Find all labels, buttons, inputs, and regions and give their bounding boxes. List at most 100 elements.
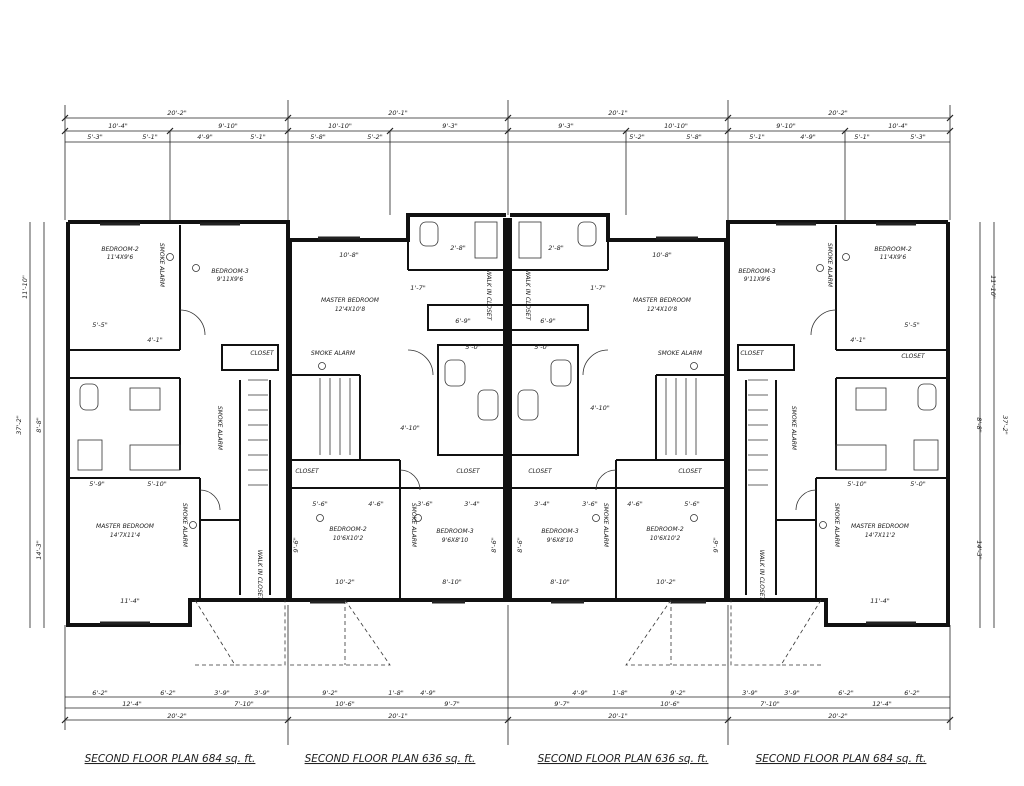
- annotation-labels: CLOSET CLOSET CLOSET CLOSET CLOSET CLOSE…: [158, 243, 926, 602]
- room-size: 9'11X9'6: [217, 276, 244, 283]
- dim-top-r3: 5'-3": [87, 133, 102, 141]
- dim-interior: 5'-10": [147, 480, 167, 488]
- dim-bot-r1: 4'-9": [420, 689, 435, 697]
- smoke-alarm-label: SMOKE ALARM: [790, 406, 797, 451]
- room-size: 10'6X10'2: [333, 535, 363, 542]
- room-name: MASTER BEDROOM: [633, 297, 692, 304]
- dim-interior: 8'-6": [516, 537, 524, 552]
- room-size: 12'4X10'8: [647, 306, 677, 313]
- party-wall: [503, 218, 512, 598]
- dim-left: 11'-10": [21, 275, 29, 299]
- dim-interior: 2'-8": [548, 244, 563, 252]
- dim-overall-3: 20'-1": [608, 109, 628, 117]
- caption-unit-3: SECOND FLOOR PLAN 636 sq. ft.: [538, 753, 709, 765]
- dim-bot-r1: 3'-9": [784, 689, 799, 697]
- dim-interior: 5'-0": [534, 343, 549, 351]
- smoke-alarm-icon: [842, 253, 850, 261]
- smoke-alarm-label: SMOKE ALARM: [833, 503, 840, 548]
- dim-overall-4: 20'-2": [828, 109, 848, 117]
- dim-bot-r1: 9'-2": [670, 689, 685, 697]
- dim-interior: 10'-8": [652, 251, 672, 259]
- caption-unit-1: SECOND FLOOR PLAN 684 sq. ft.: [85, 753, 256, 765]
- room-size: 11'4X9'6: [880, 254, 907, 261]
- dim-interior: 11'-4": [120, 597, 140, 605]
- smoke-alarm-icon: [592, 514, 600, 522]
- dim-top-r3: 5'-8": [686, 133, 701, 141]
- caption-unit-4: SECOND FLOOR PLAN 684 sq. ft.: [756, 753, 927, 765]
- dim-interior: 8'-10": [442, 578, 462, 586]
- room-name: BEDROOM-2: [646, 526, 683, 533]
- dim-interior: 1'-7": [590, 284, 605, 292]
- dim-bot-r1: 1'-8": [612, 689, 627, 697]
- unit-2-windows: [310, 236, 465, 604]
- smoke-alarm-label: SMOKE ALARM: [602, 503, 609, 548]
- dim-interior: 3'-6": [417, 500, 432, 508]
- dim-top-r3: 5'-3": [910, 133, 925, 141]
- walk-in-closet-label: WALK IN CLOSET: [256, 550, 263, 602]
- dim-interior: 3'-4": [464, 500, 479, 508]
- dim-bot-overall: 20'-1": [388, 712, 408, 720]
- dim-interior: 5'-6": [312, 500, 327, 508]
- dim-bot-r1: 6'-2": [160, 689, 175, 697]
- walk-in-closet-label: WALK IN CLOSET: [485, 270, 492, 322]
- room-name: BEDROOM-3: [211, 268, 248, 275]
- smoke-alarm-icon: [166, 253, 174, 261]
- room-name: MASTER BEDROOM: [96, 523, 155, 530]
- top-dimensions: 20'-2" 20'-1" 20'-1" 20'-2" 10'-4" 9'-10…: [87, 109, 925, 141]
- closet-label: CLOSET: [528, 468, 553, 475]
- dim-top-r3: 5'-8": [310, 133, 325, 141]
- dim-top-r3: 5'-1": [854, 133, 869, 141]
- room-name: MASTER BEDROOM: [851, 523, 910, 530]
- room-name: BEDROOM-3: [738, 268, 775, 275]
- dim-top-r3: 5'-1": [142, 133, 157, 141]
- dim-interior: 4'-1": [147, 336, 162, 344]
- dim-top-r2: 9'-10": [218, 122, 238, 130]
- smoke-alarm-label: SMOKE ALARM: [658, 350, 703, 357]
- dim-interior: 3'-6": [582, 500, 597, 508]
- dim-bot-r2: 10'-6": [335, 700, 355, 708]
- smoke-alarm-icon: [414, 514, 422, 522]
- closet-label: CLOSET: [740, 350, 765, 357]
- smoke-alarm-icon: [192, 264, 200, 272]
- dim-interior: 4'-10": [400, 424, 420, 432]
- dim-bot-r2: 12'-4": [872, 700, 892, 708]
- smoke-alarm-icons: [166, 253, 850, 529]
- dim-top-r3: 5'-2": [367, 133, 382, 141]
- closet-label: CLOSET: [295, 468, 320, 475]
- smoke-alarm-icon: [690, 362, 698, 370]
- dim-interior: 5'-9": [89, 480, 104, 488]
- dim-right: 11'-10": [989, 275, 997, 299]
- smoke-alarm-label: SMOKE ALARM: [826, 243, 833, 288]
- dim-top-r3: 5'-1": [749, 133, 764, 141]
- room-size: 9'11X9'6: [744, 276, 771, 283]
- dim-interior: 9'-6": [292, 537, 300, 552]
- closet-label: CLOSET: [901, 353, 926, 360]
- smoke-alarm-label: SMOKE ALARM: [181, 503, 188, 548]
- dim-interior: 5'-0": [465, 343, 480, 351]
- unit-2-walls: [288, 213, 508, 666]
- room-size: 9'6X8'10: [547, 537, 574, 544]
- dim-overall-2: 20'-1": [388, 109, 408, 117]
- dim-top-r2: 10'-4": [108, 122, 128, 130]
- smoke-alarm-label: SMOKE ALARM: [158, 243, 165, 288]
- dim-interior: 10'-8": [339, 251, 359, 259]
- dim-interior: 5'-5": [92, 321, 107, 329]
- dim-top-r3: 5'-2": [629, 133, 644, 141]
- closet-label: CLOSET: [678, 468, 703, 475]
- room-name: MASTER BEDROOM: [321, 297, 380, 304]
- dim-bot-overall: 20'-1": [608, 712, 628, 720]
- closet-label: CLOSET: [250, 350, 275, 357]
- walk-in-closet-label: WALK IN CLOSET: [758, 550, 765, 602]
- plan-captions: SECOND FLOOR PLAN 684 sq. ft. SECOND FLO…: [85, 753, 927, 765]
- dim-interior: 5'-5": [904, 321, 919, 329]
- dim-top-r2: 9'-3": [442, 122, 457, 130]
- room-name: BEDROOM-3: [436, 528, 473, 535]
- smoke-alarm-label: SMOKE ALARM: [216, 406, 223, 451]
- dim-interior: 6'-9": [455, 317, 470, 325]
- interior-dimensions: 10'-8" 10'-8" 5'-0" 5'-0" 6'-9" 6'-9" 4'…: [89, 244, 925, 605]
- dim-interior: 8'-10": [550, 578, 570, 586]
- dim-interior: 1'-7": [410, 284, 425, 292]
- room-size: 9'6X8'10: [442, 537, 469, 544]
- dim-bot-r1: 4'-9": [572, 689, 587, 697]
- dim-interior: 9'-6": [712, 537, 720, 552]
